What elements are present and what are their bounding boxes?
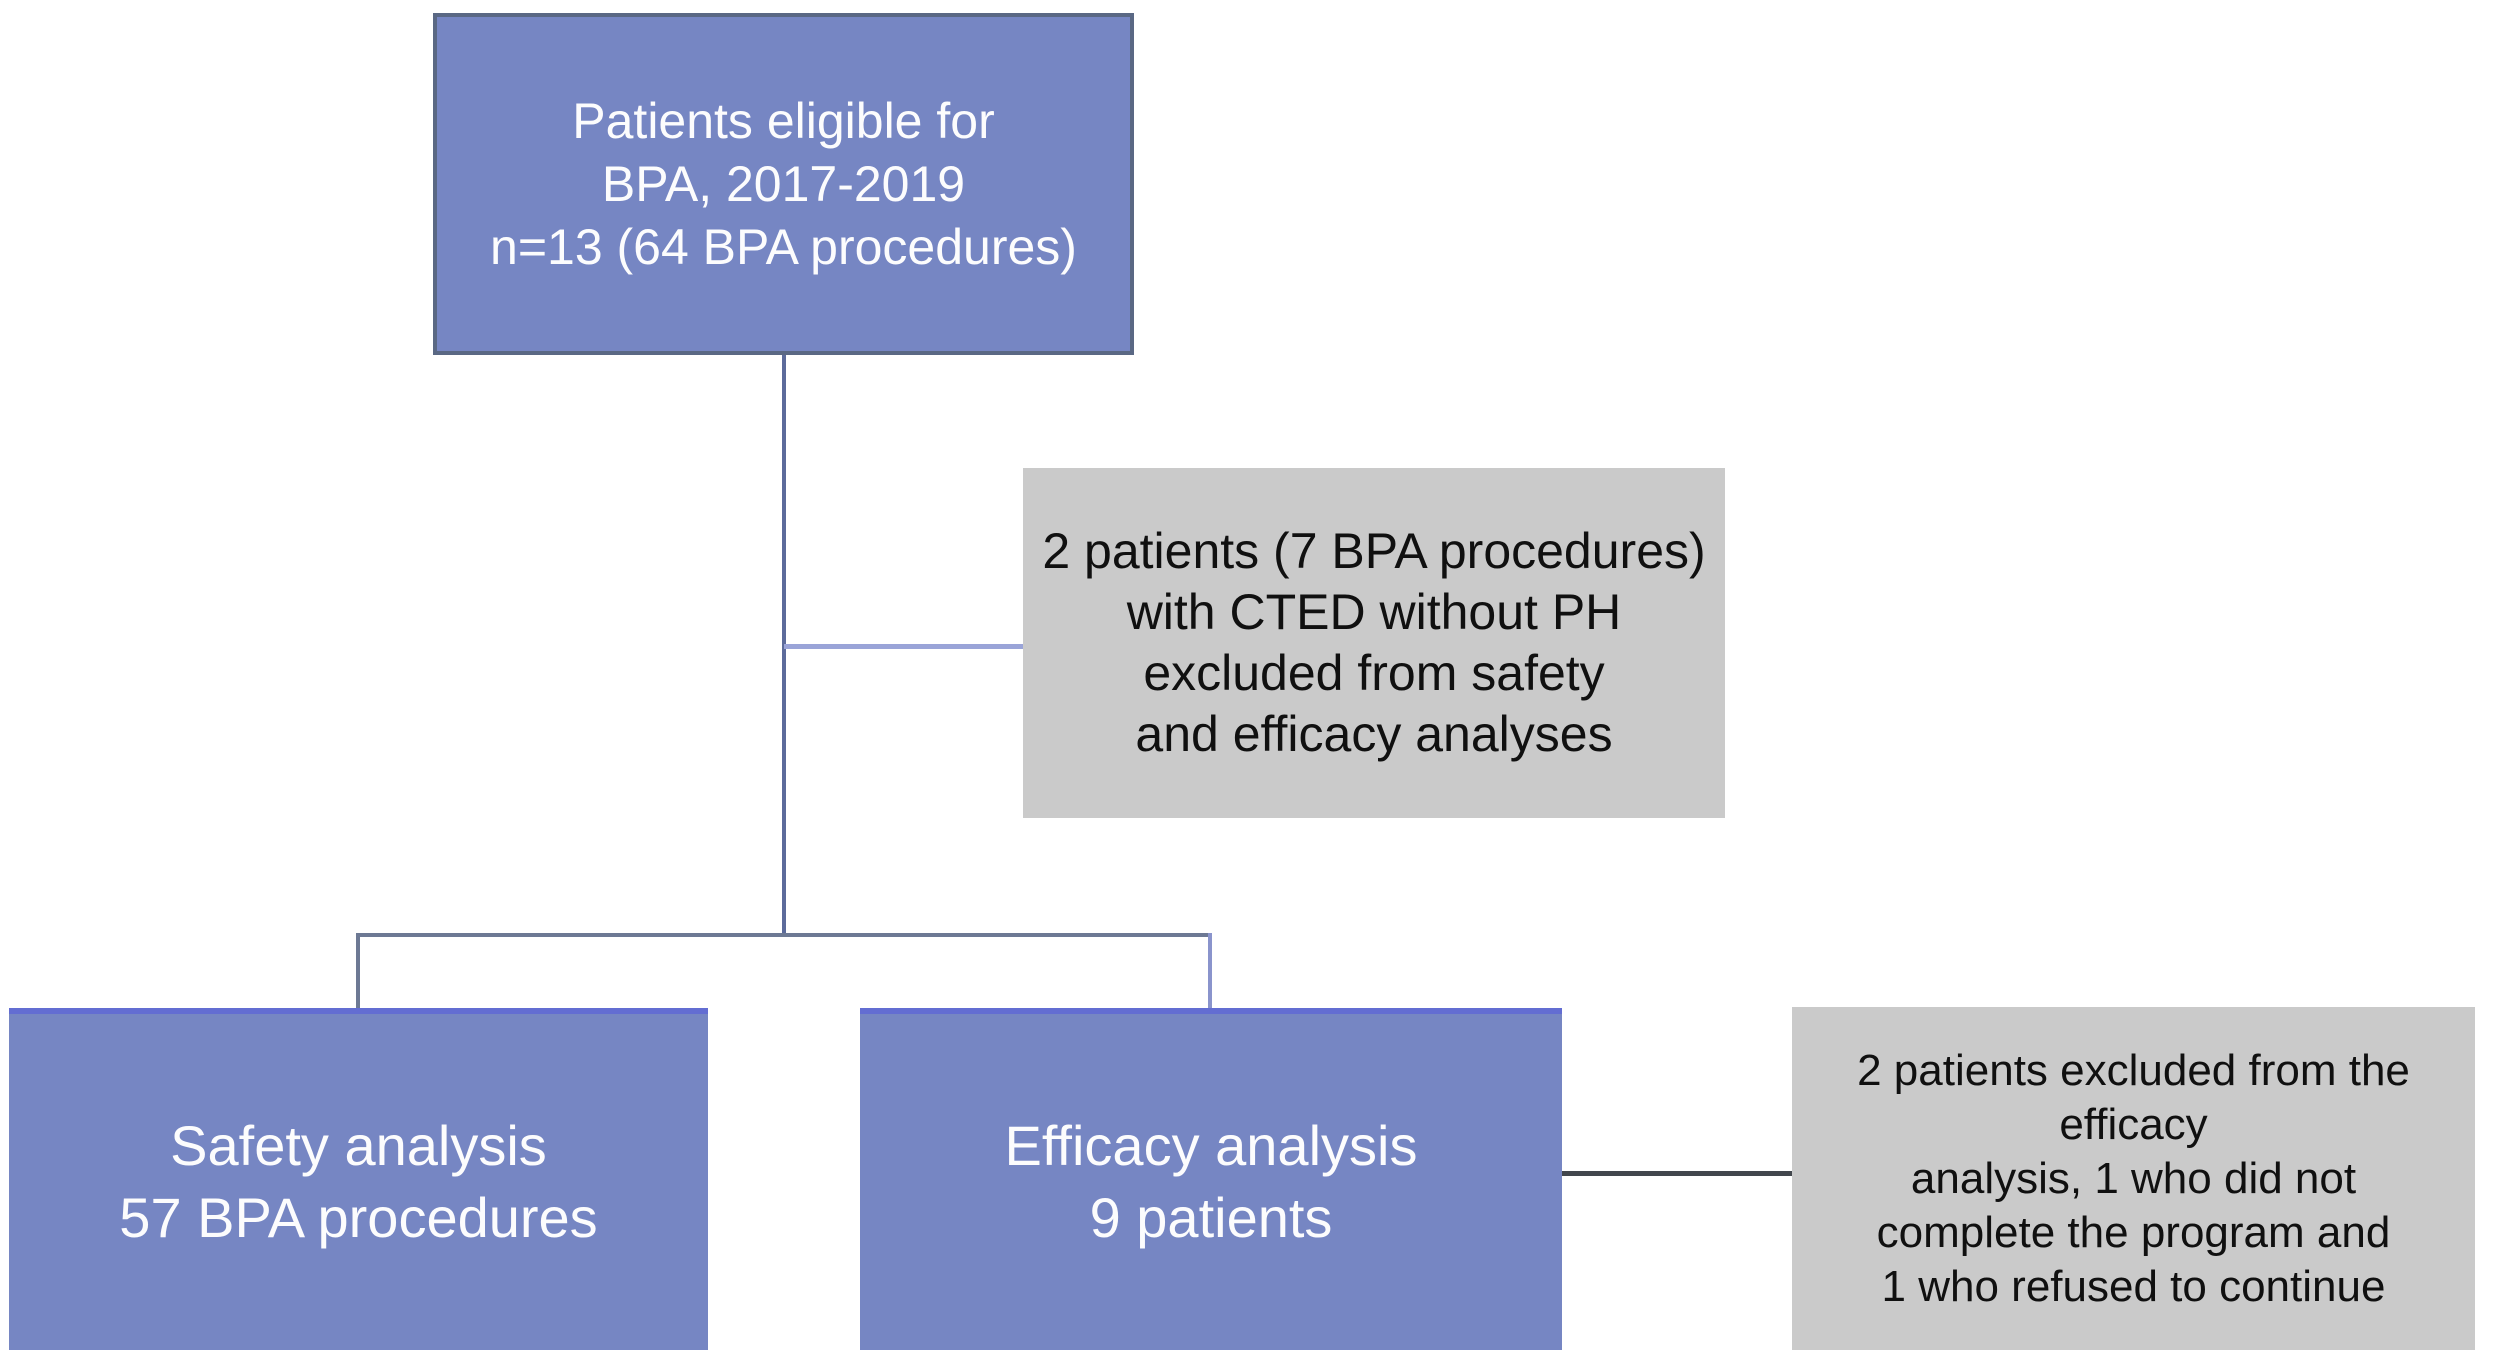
node-line: excluded from safety — [1143, 645, 1605, 701]
node-line: 2 patients (7 BPA procedures) — [1042, 523, 1706, 579]
node-line: Safety analysis — [170, 1114, 547, 1177]
connector-split-horizontal — [356, 933, 1212, 937]
node-patients-eligible: Patients eligible for BPA, 2017-2019 n=1… — [433, 13, 1134, 355]
node-line: with CTED without PH — [1126, 584, 1622, 640]
node-line: 1 who refused to continue — [1881, 1261, 2386, 1311]
connector-drop-to-efficacy — [1208, 933, 1212, 1008]
node-line: 9 patients — [1089, 1186, 1333, 1249]
node-line: BPA, 2017-2019 — [601, 155, 966, 212]
node-line: 2 patients excluded from the — [1857, 1045, 2410, 1095]
node-excluded-cted-without-ph: 2 patients (7 BPA procedures) with CTED … — [1023, 468, 1725, 818]
node-excluded-from-efficacy: 2 patients excluded from the efficacy an… — [1792, 1007, 2475, 1350]
node-line: efficacy — [2059, 1099, 2208, 1149]
node-line: Efficacy analysis — [1004, 1114, 1418, 1177]
node-safety-analysis: Safety analysis 57 BPA procedures — [9, 1008, 708, 1350]
node-line: Patients eligible for — [572, 92, 995, 149]
node-line: complete the program and — [1876, 1207, 2391, 1257]
node-efficacy-analysis: Efficacy analysis 9 patients — [860, 1008, 1562, 1350]
node-line: and efficacy analyses — [1135, 706, 1613, 762]
node-line: n=13 (64 BPA procedures) — [490, 218, 1077, 275]
connector-drop-to-safety — [356, 933, 360, 1008]
connector-efficacy-to-exclusion — [1562, 1171, 1793, 1176]
node-line: analysis, 1 who did not — [1910, 1153, 2357, 1203]
connector-branch-to-cted-exclusion — [784, 644, 1023, 649]
node-line: 57 BPA procedures — [119, 1186, 598, 1249]
